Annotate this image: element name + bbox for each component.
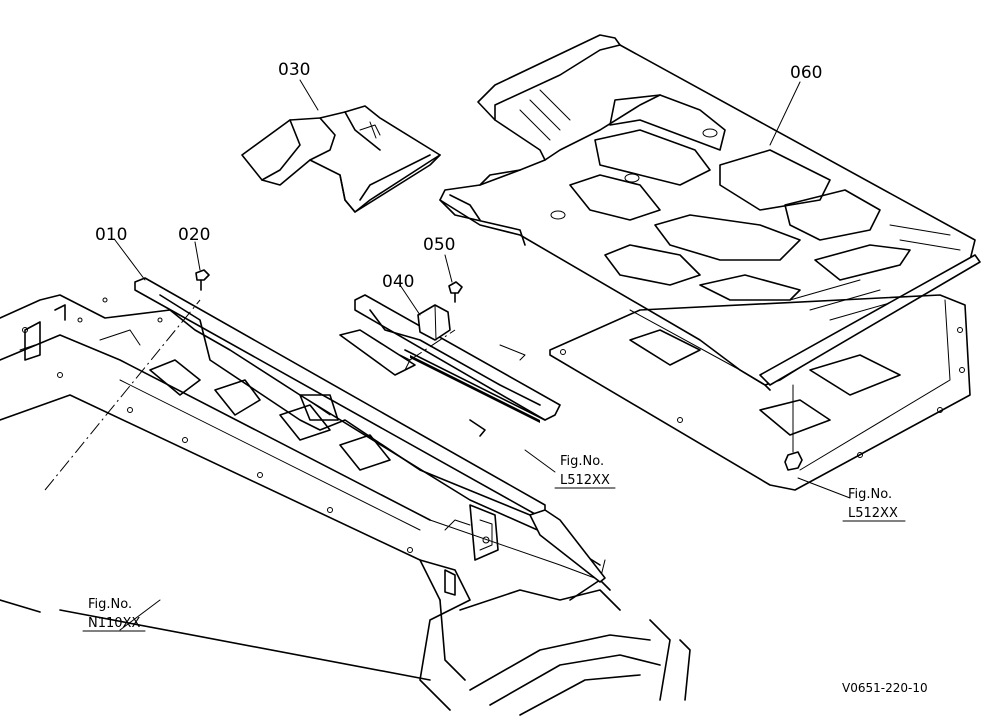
ref-l512-b-code: L512XX [848, 506, 898, 521]
ref-l512-a-title: Fig.No. [560, 454, 604, 469]
ref-l512-a-code: L512XX [560, 473, 610, 488]
part-020-screw [195, 269, 210, 291]
ref-n110-title: Fig.No. [88, 597, 132, 612]
ref-n110-code: N110XX [88, 616, 140, 631]
label-050: 050 [423, 235, 455, 255]
figure-refs: Fig.No. L512XX Fig.No. L512XX Fig.No. N1… [82, 454, 906, 632]
chassis-frame [0, 294, 691, 716]
part-060-tray [439, 34, 981, 391]
label-030: 030 [278, 60, 310, 80]
label-010: 010 [95, 225, 127, 245]
ref-l512-b-title: Fig.No. [848, 487, 892, 502]
label-020: 020 [178, 225, 210, 245]
leader-lines [44, 79, 851, 631]
bottom-plate [549, 294, 971, 491]
part-030-cover [241, 105, 441, 213]
label-060: 060 [790, 63, 822, 83]
part-050-screw [448, 281, 463, 303]
part-labels: 030 060 010 020 050 040 [95, 60, 822, 292]
part-040-bracket [339, 294, 561, 437]
part-010-plate [134, 277, 606, 583]
drawing-code: V0651-220-10 [842, 681, 928, 695]
label-040: 040 [382, 272, 414, 292]
